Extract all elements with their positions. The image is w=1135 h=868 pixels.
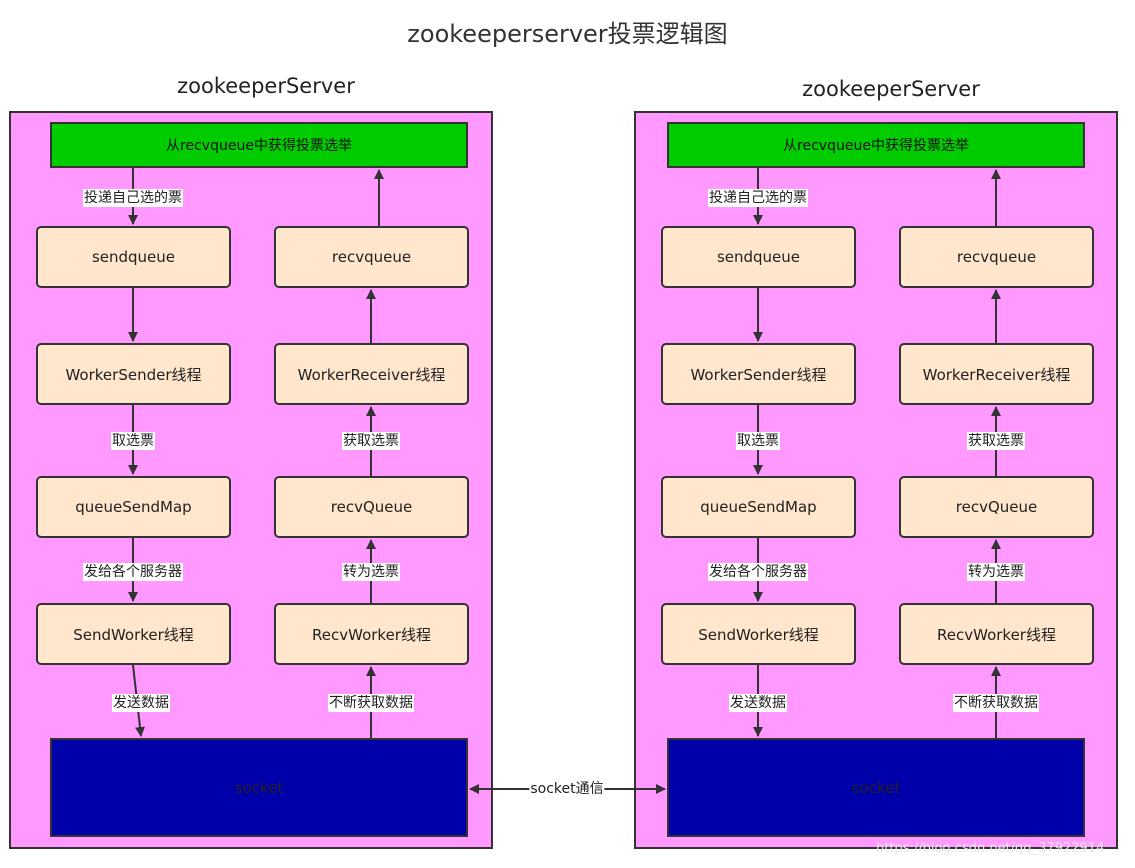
edge-label-send-to-servers-left: 发给各个服务器 [83,563,183,581]
node-recvqueue-right: recvqueue [899,226,1094,288]
edge-label-send-data-right: 发送数据 [729,694,787,712]
edge-label-vote-self-left: 投递自己选的票 [83,189,183,207]
edge-label-keep-getting-left: 不断获取数据 [328,694,414,712]
node-worker-receiver-right: WorkerReceiver线程 [899,343,1094,405]
node-recv-worker-left: RecvWorker线程 [274,603,469,665]
edge-label-convert-vote-right: 转为选票 [967,563,1025,581]
edge-label-convert-vote-left: 转为选票 [342,563,400,581]
node-recvqueue-left: recvqueue [274,226,469,288]
edge-label-vote-self-right: 投递自己选的票 [708,189,808,207]
server-title-right: zookeeperServer [802,77,980,101]
node-worker-receiver-left: WorkerReceiver线程 [274,343,469,405]
node-send-worker-left: SendWorker线程 [36,603,231,665]
socket-left: socket [50,738,468,837]
edge-label-take-vote-left: 取选票 [111,432,155,450]
node-worker-sender-left: WorkerSender线程 [36,343,231,405]
node-send-worker-right: SendWorker线程 [661,603,856,665]
node-recv-queue-right: recvQueue [899,476,1094,538]
edge-label-send-to-servers-right: 发给各个服务器 [708,563,808,581]
node-sendqueue-left: sendqueue [36,226,231,288]
node-recv-queue-left: recvQueue [274,476,469,538]
top-bar-left: 从recvqueue中获得投票选举 [50,122,468,168]
edge-label-keep-getting-right: 不断获取数据 [953,694,1039,712]
watermark: https://blog.csdn.net/qq_37922914 [876,841,1105,856]
node-sendqueue-right: sendqueue [661,226,856,288]
node-worker-sender-right: WorkerSender线程 [661,343,856,405]
node-recv-worker-right: RecvWorker线程 [899,603,1094,665]
edge-label-get-vote-left: 获取选票 [342,432,400,450]
socket-right: socket [667,738,1085,837]
node-queue-send-map-right: queueSendMap [661,476,856,538]
edge-label-socket-link: socket通信 [529,780,605,798]
diagram-title: zookeeperserver投票逻辑图 [407,20,728,48]
server-title-left: zookeeperServer [177,74,355,98]
edge-label-send-data-left: 发送数据 [112,694,170,712]
node-queue-send-map-left: queueSendMap [36,476,231,538]
edge-label-take-vote-right: 取选票 [736,432,780,450]
top-bar-right: 从recvqueue中获得投票选举 [667,122,1085,168]
edge-label-get-vote-right: 获取选票 [967,432,1025,450]
